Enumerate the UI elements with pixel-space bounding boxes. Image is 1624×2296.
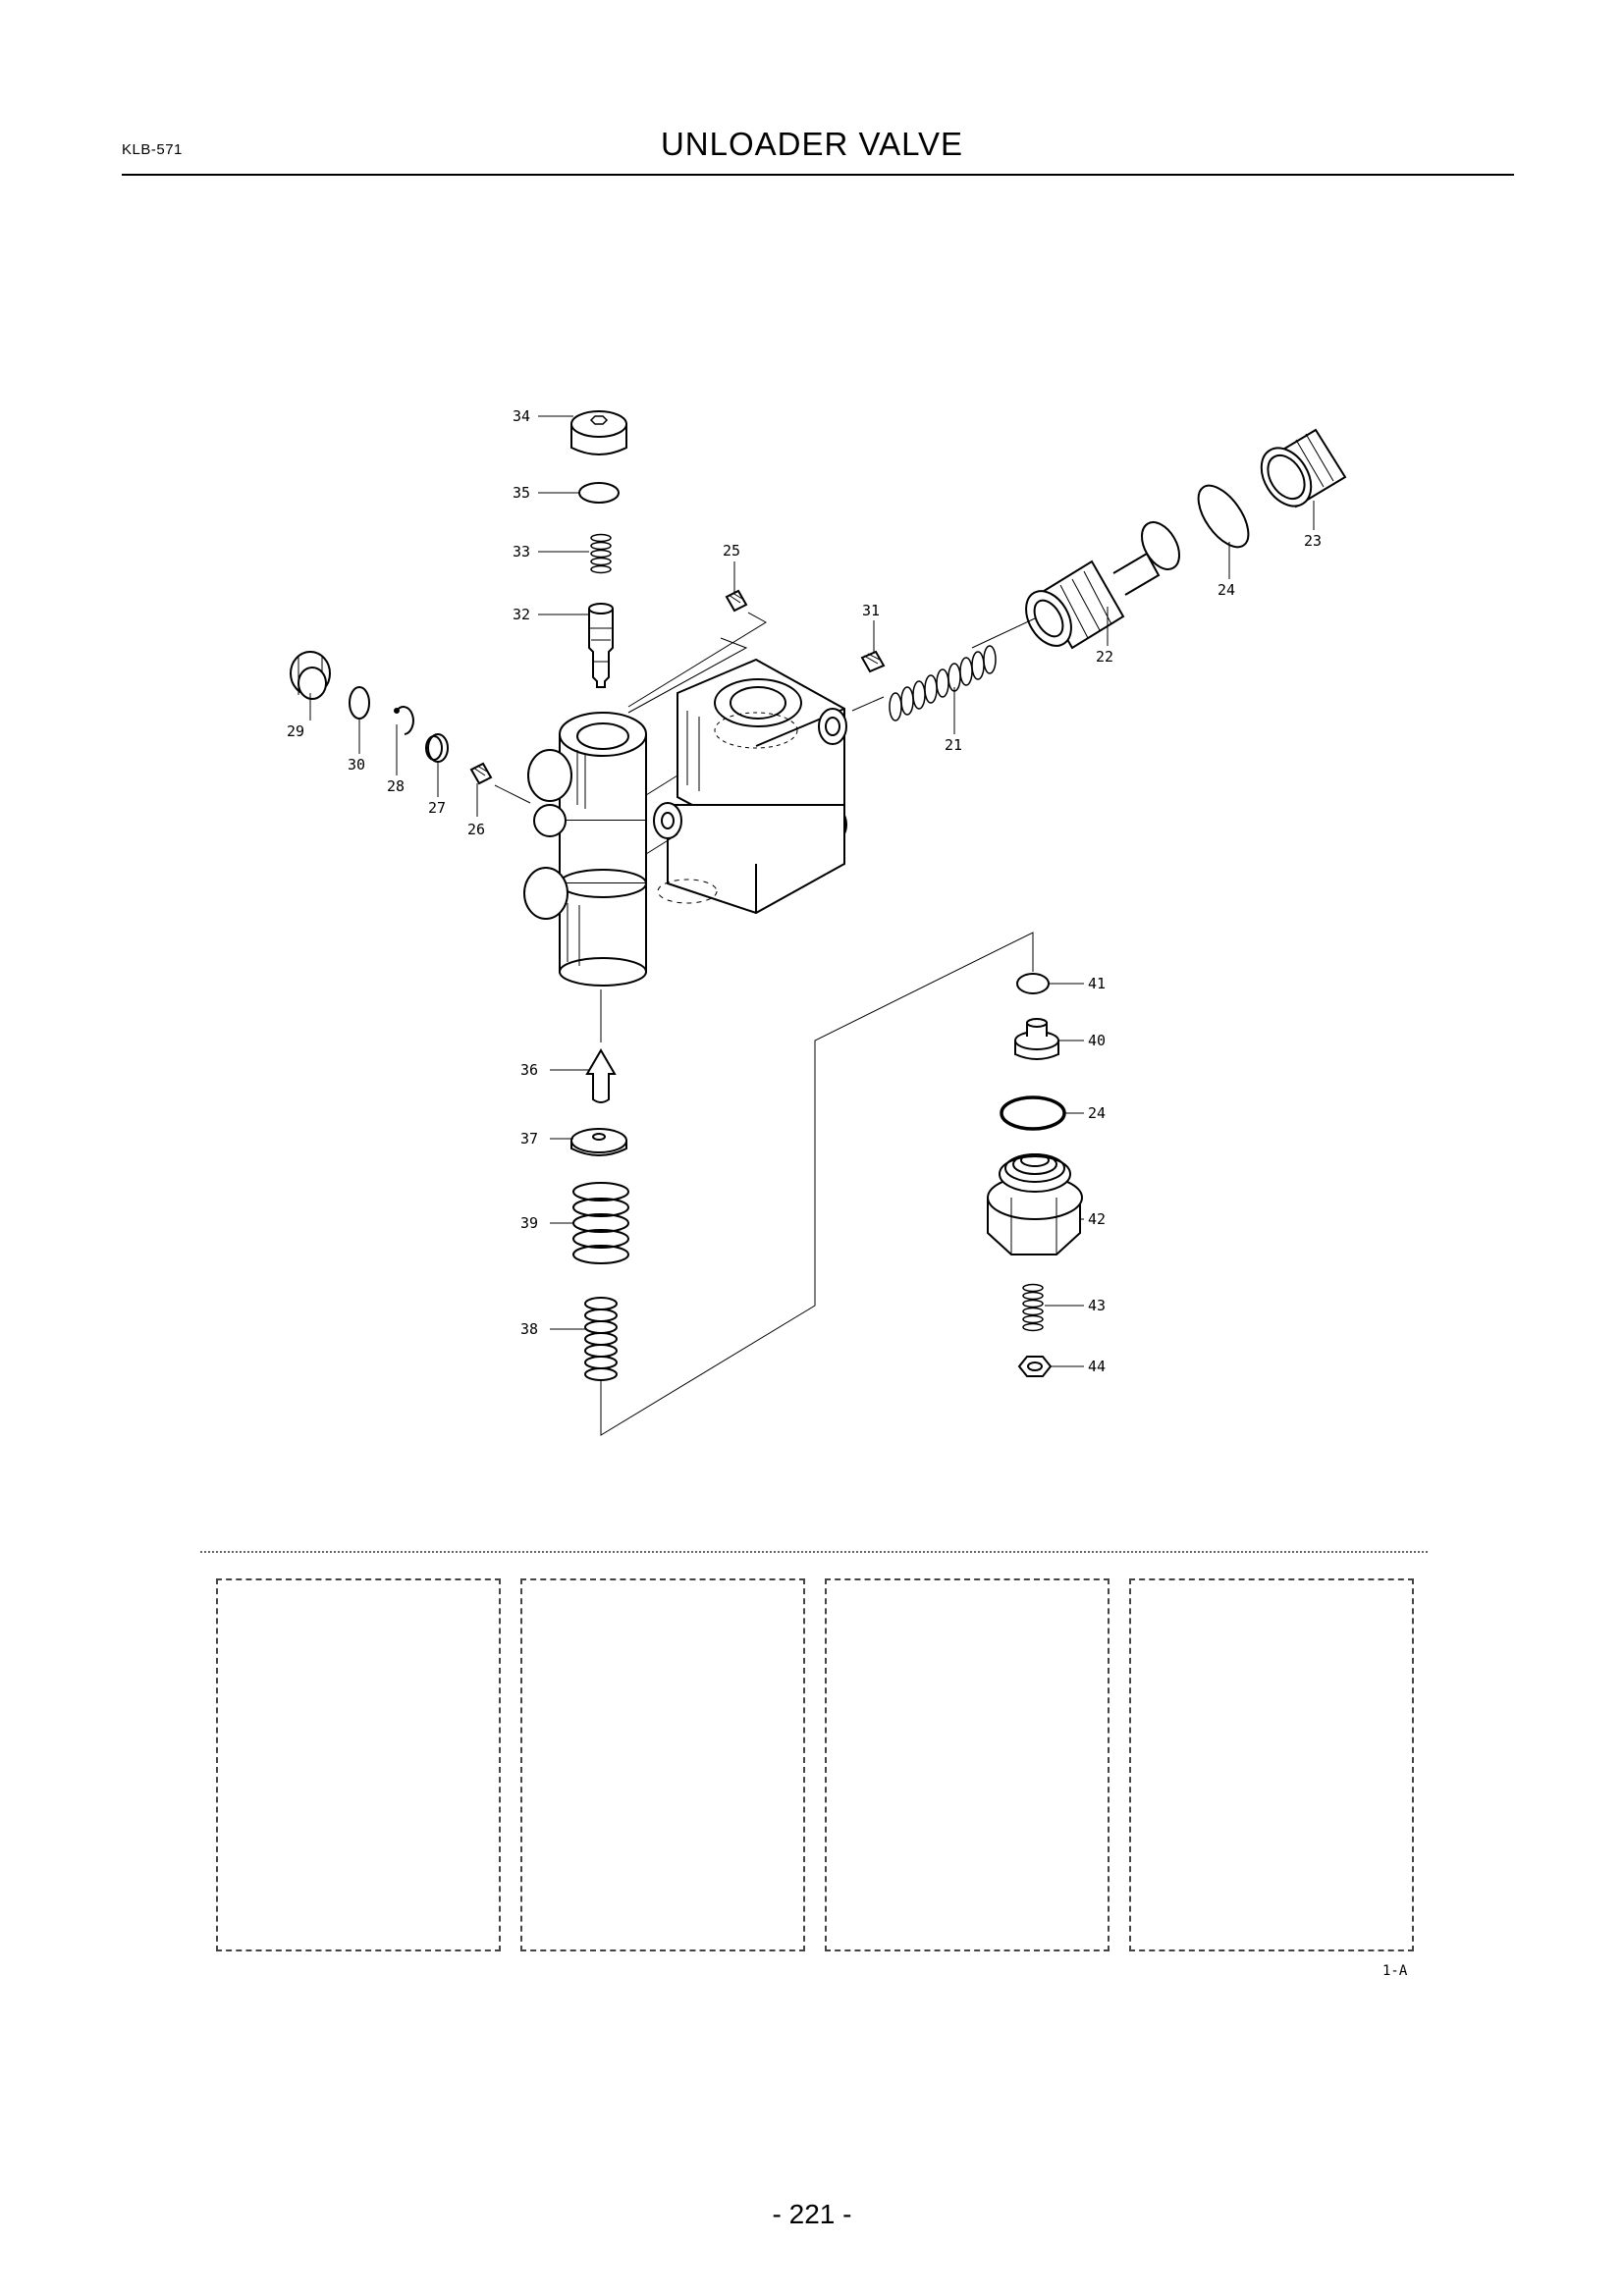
callout-43: 43 bbox=[1088, 1297, 1106, 1314]
callout-labels: 34 35 33 25 31 32 29 30 28 27 26 21 22 2… bbox=[287, 407, 1322, 1375]
assembly-lines bbox=[494, 612, 1036, 1436]
part-30-o-ring bbox=[349, 686, 370, 720]
part-25-set-screw bbox=[725, 589, 748, 613]
part-36-valve-pin bbox=[585, 1048, 617, 1103]
callout-29: 29 bbox=[287, 722, 304, 740]
title-divider bbox=[122, 174, 1514, 176]
part-23-plug bbox=[1260, 428, 1347, 508]
section-divider bbox=[200, 1551, 1428, 1553]
callout-44: 44 bbox=[1088, 1358, 1106, 1375]
blank-box-1 bbox=[216, 1578, 501, 1951]
callout-42: 42 bbox=[1088, 1210, 1106, 1228]
part-41-o-ring bbox=[1016, 973, 1050, 994]
figure-reference: 1-A bbox=[1382, 1963, 1408, 1979]
callout-41: 41 bbox=[1088, 975, 1106, 992]
page-number: - 221 - bbox=[772, 2199, 852, 2229]
callout-32: 32 bbox=[513, 606, 530, 623]
part-38-spring bbox=[584, 1297, 618, 1381]
leader-lines bbox=[309, 415, 1315, 1367]
part-43-spring bbox=[1022, 1283, 1044, 1332]
part-21-spring bbox=[889, 645, 997, 721]
callout-38: 38 bbox=[520, 1320, 538, 1338]
callout-39: 39 bbox=[520, 1214, 538, 1232]
callout-36: 36 bbox=[520, 1061, 538, 1079]
callout-22: 22 bbox=[1096, 648, 1113, 666]
part-34-plug bbox=[570, 410, 627, 455]
blank-box-3 bbox=[825, 1578, 1110, 1951]
callout-33: 33 bbox=[513, 543, 530, 561]
callout-35: 35 bbox=[513, 484, 530, 502]
callout-23: 23 bbox=[1304, 532, 1322, 550]
part-33-spring bbox=[590, 533, 612, 574]
part-26-set-screw bbox=[469, 762, 493, 785]
part-28-snap-ring bbox=[394, 706, 414, 735]
callout-28: 28 bbox=[387, 777, 405, 795]
callout-40: 40 bbox=[1088, 1032, 1106, 1049]
part-31-set-screw bbox=[860, 650, 886, 673]
callout-24-lower: 24 bbox=[1088, 1104, 1106, 1122]
part-24-o-ring-lower bbox=[1000, 1095, 1066, 1131]
part-44-nut bbox=[1017, 1356, 1053, 1377]
callout-21: 21 bbox=[945, 736, 962, 754]
part-29-plug bbox=[290, 651, 331, 700]
valve-body bbox=[523, 658, 847, 987]
callout-30: 30 bbox=[348, 756, 365, 774]
callout-27: 27 bbox=[428, 799, 446, 817]
document-code: KLB-571 bbox=[122, 141, 183, 158]
callout-24-upper: 24 bbox=[1218, 581, 1235, 599]
part-37-washer bbox=[570, 1128, 627, 1156]
callout-34: 34 bbox=[513, 407, 530, 425]
part-27-disc bbox=[425, 733, 449, 763]
part-42-hex-body bbox=[987, 1153, 1083, 1255]
blank-box-4 bbox=[1129, 1578, 1414, 1951]
page-title: UNLOADER VALVE bbox=[660, 126, 964, 162]
part-40-seat bbox=[1014, 1018, 1059, 1060]
callout-25: 25 bbox=[723, 542, 740, 560]
callout-37: 37 bbox=[520, 1130, 538, 1148]
part-35-o-ring bbox=[578, 482, 620, 504]
part-22-piston bbox=[1025, 521, 1180, 650]
part-24-o-ring bbox=[1197, 484, 1250, 549]
callout-31: 31 bbox=[862, 602, 880, 619]
part-32-needle bbox=[588, 603, 614, 688]
callout-26: 26 bbox=[467, 821, 485, 838]
blank-box-2 bbox=[520, 1578, 805, 1951]
part-39-spring bbox=[572, 1182, 629, 1264]
